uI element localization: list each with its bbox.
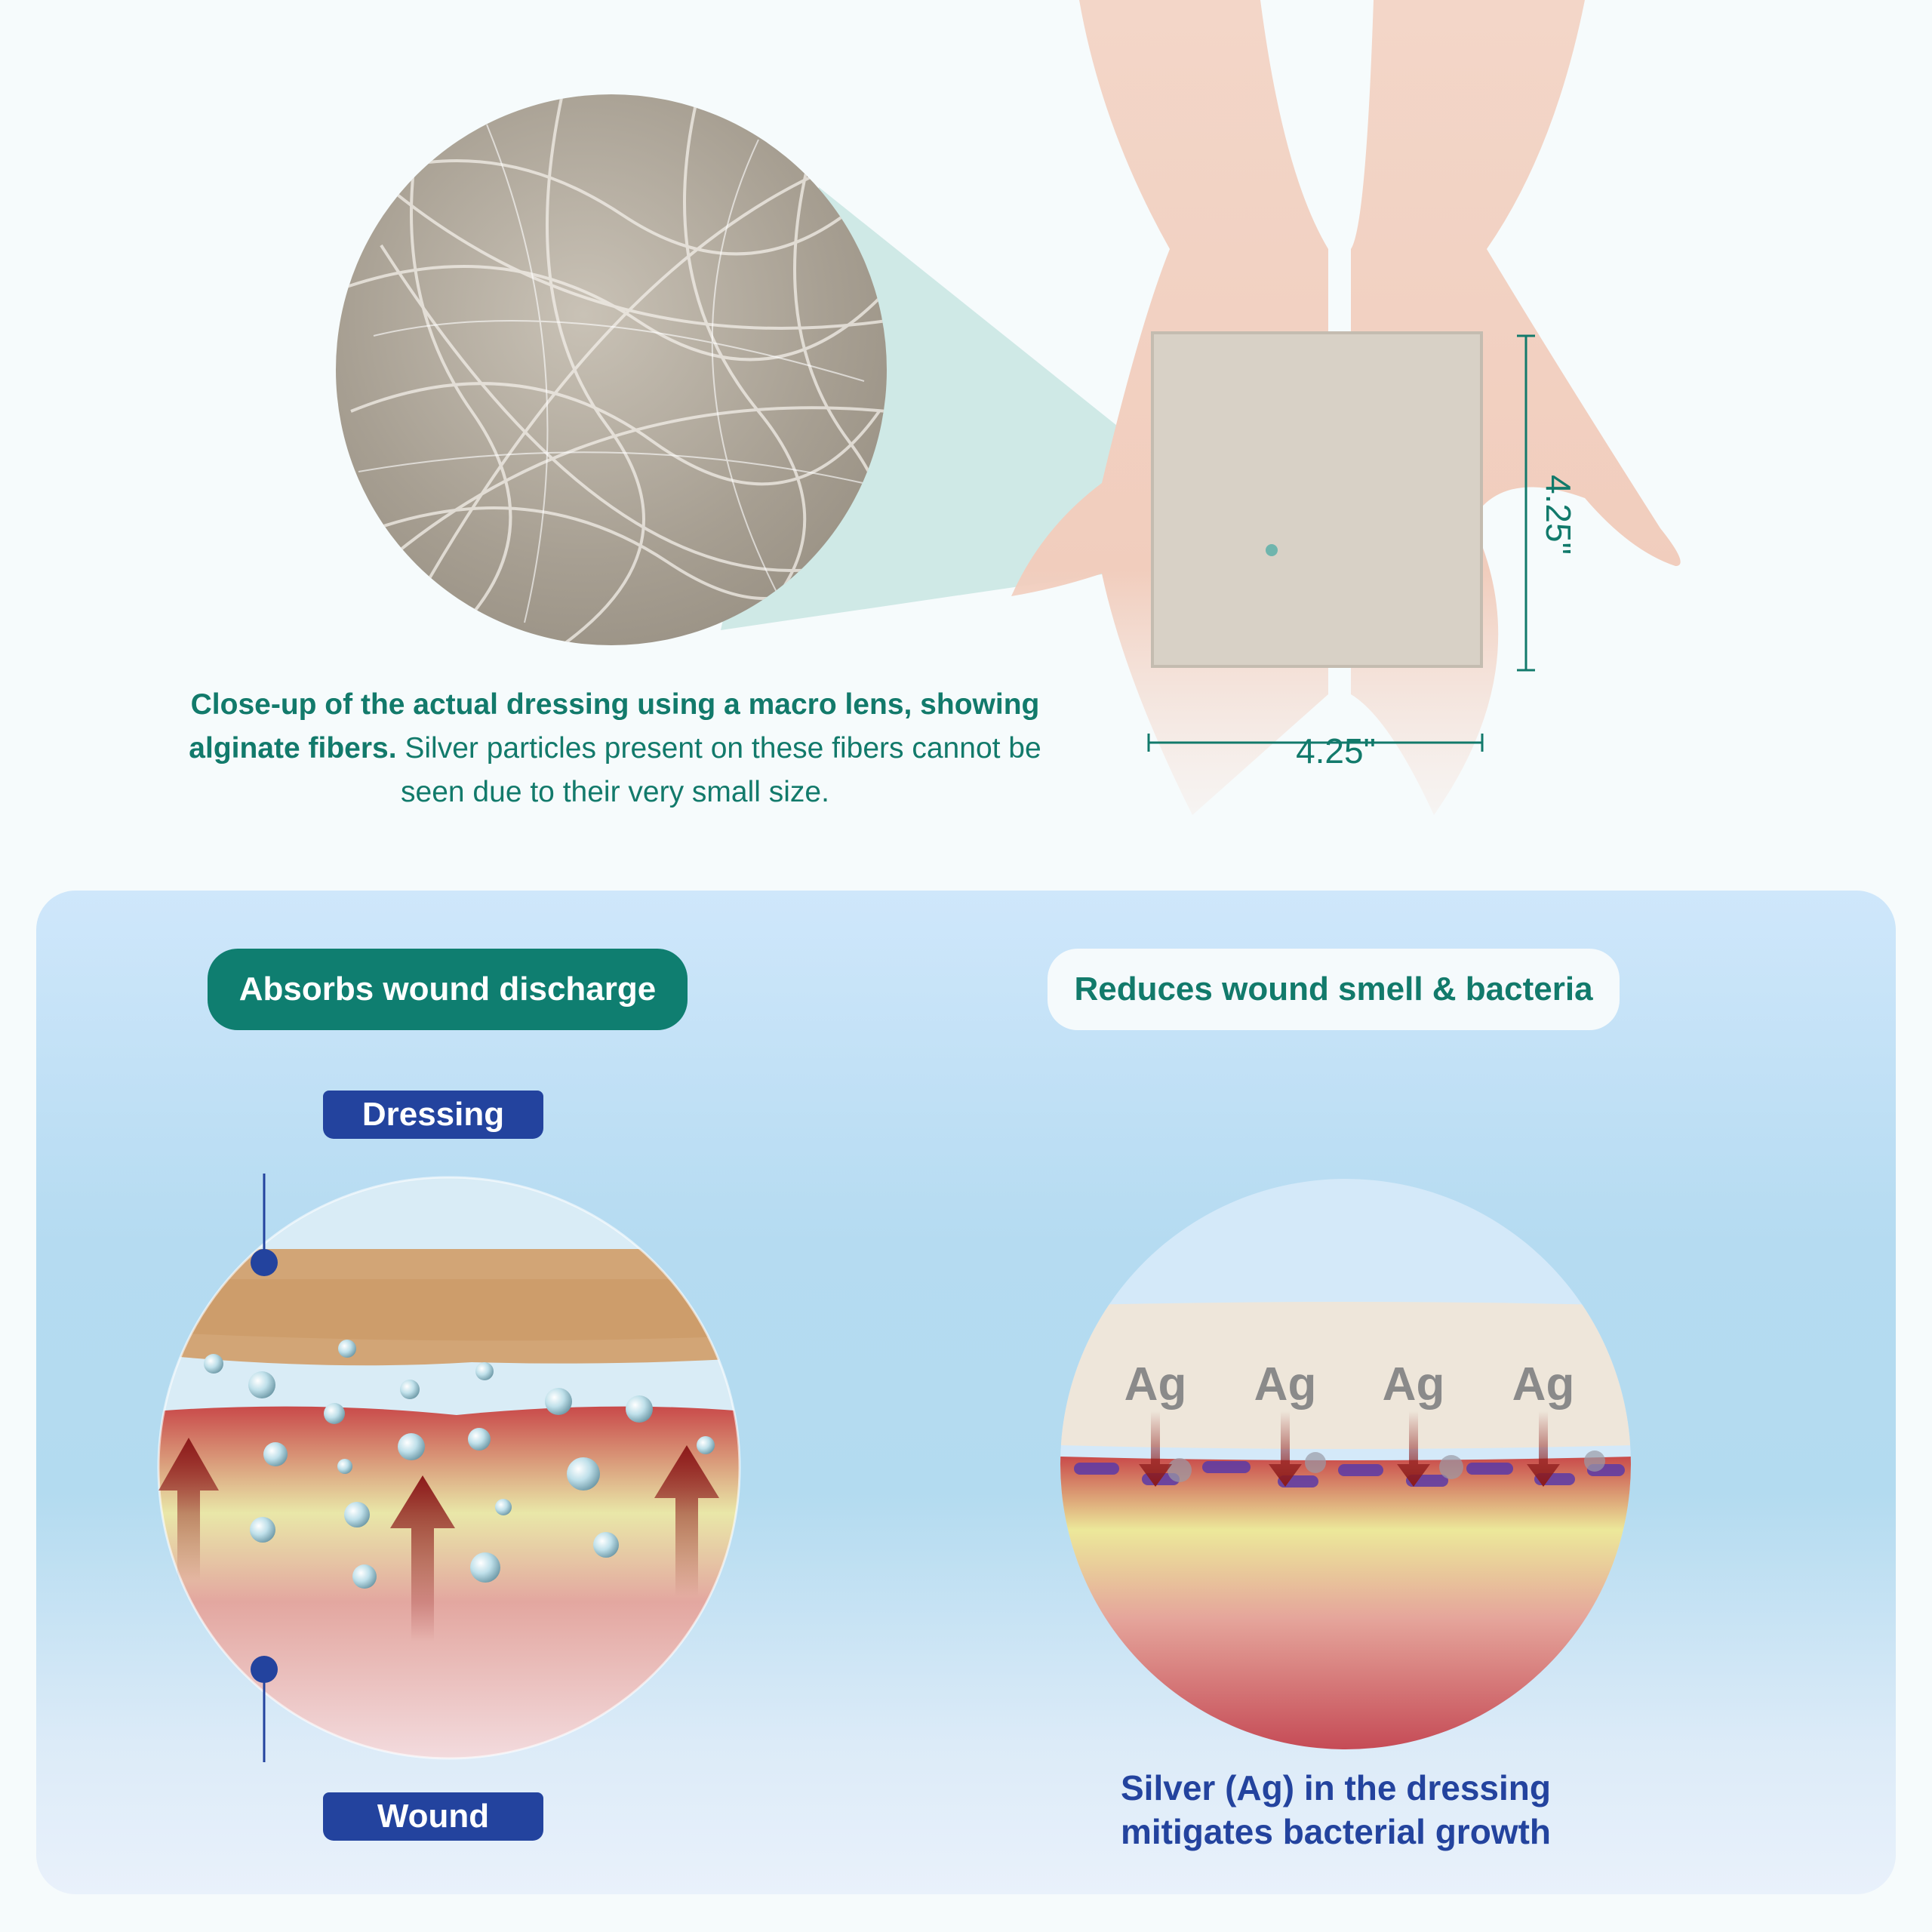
silver-arrow: [1269, 1411, 1302, 1487]
hands-holding-dressing-image: [1011, 0, 1681, 815]
absorb-arrow: [158, 1438, 219, 1581]
macro-caption: Close-up of the actual dressing using a …: [181, 683, 1049, 814]
dimension-width-label: 4.25": [1296, 731, 1376, 771]
silver-ag-label: Ag: [1254, 1358, 1317, 1411]
dressing-marker: [251, 1249, 278, 1276]
absorption-illustration: [157, 1174, 741, 1762]
wound-label: Wound: [323, 1792, 543, 1841]
macro-caption-bold: Close-up of the actual dressing using a …: [189, 688, 1040, 764]
silver-arrow: [1527, 1411, 1560, 1487]
macro-caption-regular: Silver particles present on these fibers…: [396, 732, 1041, 808]
absorb-arrow: [654, 1445, 719, 1596]
silver-arrow: [1397, 1411, 1430, 1487]
silver-ag-label: Ag: [1124, 1358, 1187, 1411]
silver-arrow: [1139, 1411, 1172, 1487]
silver-ag-label: Ag: [1512, 1358, 1575, 1411]
dressing-label: Dressing: [323, 1091, 543, 1139]
silver-caption: Silver (Ag) in the dressing mitigates ba…: [1120, 1768, 1551, 1851]
absorb-arrow: [390, 1475, 455, 1641]
reduces-heading: Reduces wound smell & bacteria: [1048, 949, 1620, 1030]
absorbs-heading: Absorbs wound discharge: [208, 949, 688, 1030]
silver-ag-label: Ag: [1383, 1358, 1445, 1411]
silver-illustration: Ag Ag Ag Ag: [1060, 1179, 1631, 1749]
dimension-height-label: 4.25": [1539, 475, 1578, 555]
alginate-fibers-closeup: [336, 94, 887, 645]
